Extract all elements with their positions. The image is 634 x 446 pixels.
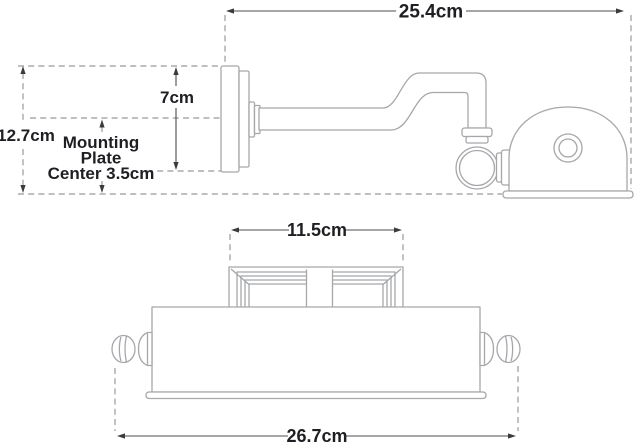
finial-ball-ring-2	[124, 335, 128, 363]
knuckle-band-lower	[465, 135, 489, 144]
arrowhead-right	[394, 227, 402, 233]
finial-ball-ring-1	[510, 336, 514, 362]
swivel-joint	[455, 127, 512, 190]
arrowhead-left	[117, 433, 125, 439]
shade-knob-outer	[553, 133, 583, 163]
arm-collar-flange	[248, 101, 256, 138]
arrowhead-up	[20, 66, 26, 74]
finial-right	[479, 331, 521, 367]
mounting-note-line2: Plate	[81, 149, 122, 168]
finial-cup	[479, 331, 495, 367]
finial-ball-ring-2	[504, 335, 508, 363]
dim-label-overall-width: 26.7cm	[286, 426, 347, 446]
finial-ball	[496, 334, 521, 364]
arrowhead-up	[99, 119, 105, 128]
miter-line-right	[382, 268, 402, 285]
shade-front	[151, 306, 481, 393]
dimension-overall-width: 26.7cm	[114, 366, 519, 446]
dim-label-overall-depth: 25.4cm	[399, 2, 463, 23]
wall-plate-ring	[238, 70, 250, 168]
miter-line-left	[230, 268, 250, 285]
arrowhead-down	[20, 185, 26, 193]
finial-left	[111, 331, 153, 367]
swivel-ball-inner	[458, 149, 496, 187]
arrowhead-down	[173, 162, 179, 170]
dimension-mounting-plate-center: Mounting Plate Center 3.5cm	[48, 119, 155, 193]
finial-ball	[111, 334, 136, 364]
finial-ball-ring-1	[118, 336, 122, 362]
wall-plate-face	[220, 65, 240, 173]
arrowhead-right	[508, 433, 516, 439]
dim-label-backplate-diameter: 7cm	[160, 88, 194, 107]
shade-side	[502, 106, 634, 199]
shade-knob-inner	[558, 138, 578, 158]
backplate-outer	[228, 266, 404, 308]
mounting-note-line3: Center 3.5cm	[48, 164, 155, 183]
side-view: 25.4cm 12.7cm 7cm Mounting Plate Cente	[0, 2, 634, 199]
wall-plate	[220, 65, 261, 173]
front-view: 11.5cm	[111, 220, 521, 446]
shade-bottom-lip	[145, 391, 487, 400]
dim-label-overall-height: 12.7cm	[0, 126, 55, 145]
stem-cover	[306, 269, 333, 307]
backplate-front	[228, 266, 404, 308]
knuckle-band-upper	[461, 127, 493, 138]
dimension-backplate-diameter: 7cm	[160, 67, 194, 170]
mounting-note-line1: Mounting	[63, 133, 139, 152]
arrowhead-right	[616, 8, 624, 14]
dim-label-backplate-width: 11.5cm	[287, 220, 347, 240]
arrowhead-up	[173, 67, 179, 75]
swivel-ball-outer	[455, 146, 499, 190]
dimension-overall-depth: 25.4cm	[226, 2, 624, 23]
arrowhead-left	[231, 227, 239, 233]
dimension-backplate-width: 11.5cm	[229, 220, 404, 264]
arrowhead-left	[226, 8, 234, 14]
arm	[258, 72, 487, 131]
shade-base-flange	[502, 190, 634, 199]
finial-cup	[137, 331, 153, 367]
arrowhead-down	[99, 185, 105, 193]
shade-dome	[508, 106, 628, 192]
dimension-overall-height: 12.7cm	[0, 66, 55, 193]
